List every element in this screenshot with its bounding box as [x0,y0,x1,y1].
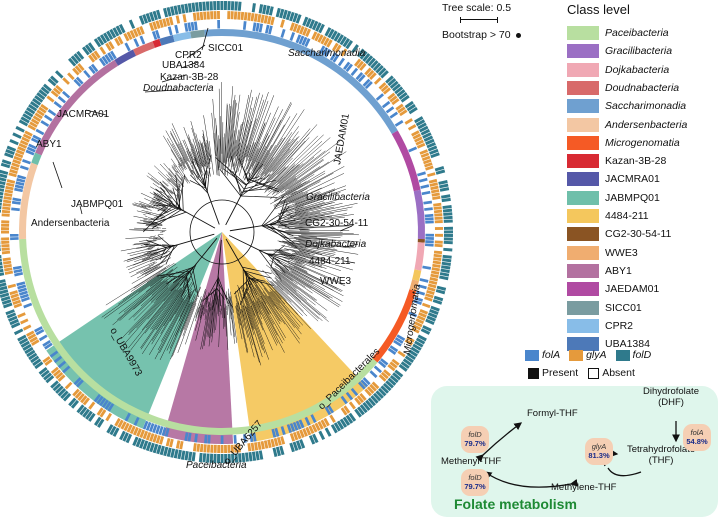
class-ring-aby1 [35,59,119,156]
node-formyl-thf: Formyl-THF [527,408,578,419]
class-ring-saccharimonadia [204,28,398,134]
clade-label-cg2: CG2-30-54-11 [305,218,369,229]
tree-branches [101,82,359,366]
enzyme-name: folD [468,430,482,439]
callout-line [339,225,353,232]
clade-label-paceibacteria: Paceibacteria [186,460,247,471]
callout-line [343,260,356,264]
gene-ring-glyA [1,11,443,453]
enzyme-name: folA [690,428,704,437]
enzyme-percent: 79.7% [464,482,486,491]
enzyme-badge-folD-top: folD 79.7% [461,426,489,453]
callout-line [85,109,107,116]
clade-label-wwe3: WWE3 [320,276,352,287]
clade-label-sicc01: SICC01 [208,43,243,54]
enzyme-badge-folA: folA 54.8% [683,424,711,451]
folate-title: Folate metabolism [454,496,577,512]
clade-sector-uba6257 [163,232,234,444]
class-ring-andersenbacteria [19,162,38,240]
clade-label-jacmra01: JACMRA01 [57,109,110,120]
node-dhf: Dihydrofolate (DHF) [643,386,699,408]
class-ring-jaedam01 [391,130,421,192]
callout-line [144,89,177,93]
clade-label-k4484: 4484-211 [309,256,351,267]
callout-line [344,243,359,248]
class-ring-jacmra01 [114,49,137,66]
clade-label-uba1384: UBA1384 [162,60,205,71]
class-ring-4484-211 [412,269,422,282]
clade-label-saccharimonadia: Saccharimonadia [288,48,366,59]
class-ring-kazan-3b-28 [152,38,162,48]
arrow-methenyl-formyl [475,422,523,463]
clade-sector-paceibacterales [222,232,367,442]
arrow-methylene-methenyl [483,471,579,488]
class-ring-microgenomatia [372,289,417,363]
class-ring-uba1384 [159,35,175,46]
callout-line [186,44,206,59]
clade-label-kazan: Kazan-3B-28 [160,72,219,83]
enzyme-badge-glyA: glyA 81.3% [585,438,613,465]
enzyme-percent: 79.7% [464,439,486,448]
node-thf: Tetrahydrofolate (THF) [627,444,696,466]
class-ring-wwe3 [409,279,419,292]
clade-label-doudna: Doudnabacteria [143,83,214,94]
class-ring-cg2-30-54-11 [417,238,425,243]
class-ring-jabmpq01 [31,152,42,165]
class-ring-cpr2 [172,31,192,42]
enzyme-badge-folD-bottom: folD 79.7% [461,469,489,496]
gene-ring-folA [10,20,434,445]
node-methylene-thf: Methylene-THF [551,482,617,493]
gene-ring-folD [0,1,453,464]
clade-label-jaedam01: JAEDAM01 [332,112,352,165]
arrow-thf-methylene [607,467,642,477]
folate-metabolism-panel: Formyl-THF Dihydrofolate (DHF) Methenyl-… [431,386,718,517]
enzyme-percent: 54.8% [686,437,708,446]
enzyme-name: glyA [591,442,607,451]
class-ring-sicc01 [190,29,205,39]
class-ring-dojkabacteria [414,242,425,271]
node-methenyl-thf: Methenyl-THF [441,456,502,467]
clade-label-aby1: ABY1 [36,139,62,150]
clade-label-jabmpq01: JABMPQ01 [71,199,124,210]
enzyme-percent: 81.3% [588,451,610,460]
callout-line [180,61,199,69]
clade-label-cpr2: CPR2 [175,50,202,61]
class-ring-doudnabacteria [133,41,155,56]
enzyme-name: folD [468,473,482,482]
clade-label-gracili: Gracilibacteria [306,192,370,203]
callout-line [52,161,63,189]
clade-label-dojka: Dojkabacteria [305,239,367,250]
callout-line [79,205,83,215]
callout-line [161,74,187,83]
clade-label-andersen: Andersenbacteria [31,218,110,229]
class-ring-gracilibacteria [413,189,425,240]
